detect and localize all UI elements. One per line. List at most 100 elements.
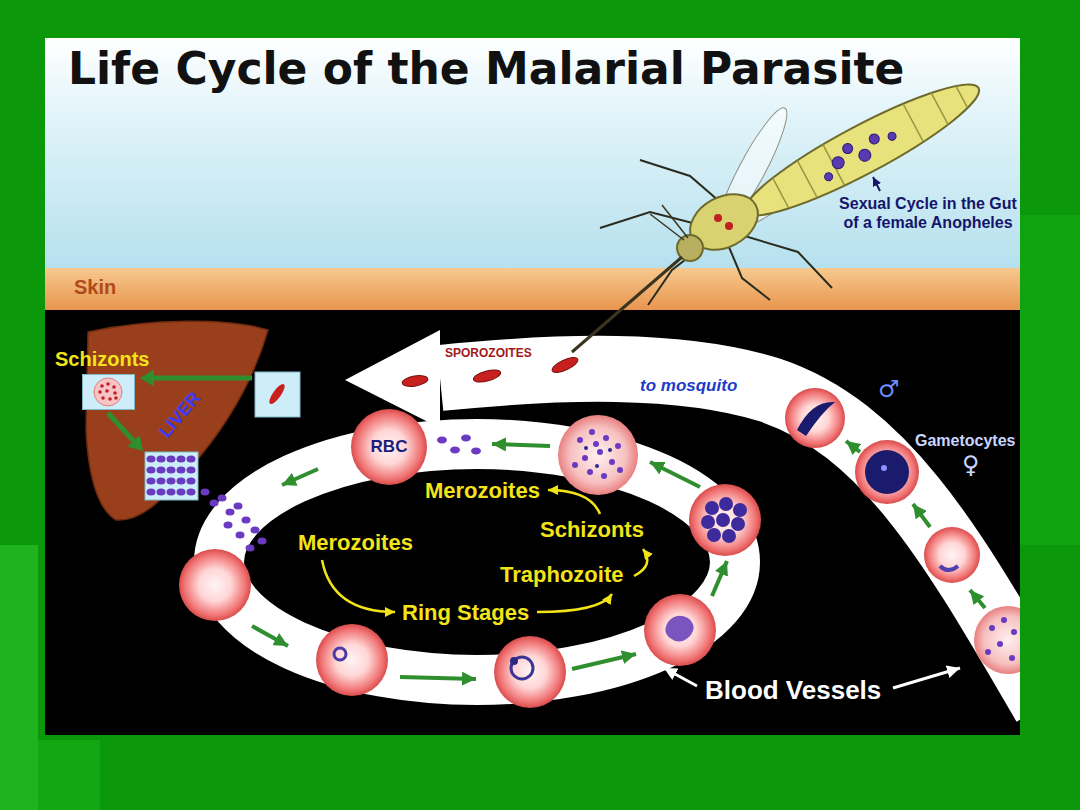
part-label: Blood Vessels <box>705 676 881 706</box>
flow-arrow <box>140 370 154 387</box>
mosquito <box>770 77 973 214</box>
rbc-shape <box>351 409 427 485</box>
liver-cell-box <box>145 452 198 500</box>
merozoite <box>157 467 166 474</box>
leader-arrow <box>893 668 960 688</box>
gametocyte-cell <box>1001 617 1007 623</box>
merozoite <box>236 532 245 539</box>
rbc-cell <box>731 517 745 531</box>
flow-arrow <box>970 590 985 608</box>
merozoite <box>218 495 227 502</box>
sex-symbol: ♂ <box>878 376 900 404</box>
merozoite <box>167 489 176 496</box>
rbc-cell <box>701 515 715 529</box>
merozoite <box>187 489 196 496</box>
rbc-cell <box>597 449 603 455</box>
gametocyte-cell <box>1011 629 1017 635</box>
flow-arrow <box>127 435 143 451</box>
slide-background <box>0 545 38 810</box>
sporozoite <box>472 368 502 385</box>
rbc-cell <box>603 435 609 441</box>
diagram-title: Life Cycle of the Malarial Parasite <box>68 44 904 95</box>
flow-arrow <box>252 441 985 679</box>
merozoite <box>246 545 255 552</box>
rbc-cell <box>644 594 716 666</box>
rbc-cell <box>494 636 566 708</box>
mosquito <box>903 104 923 141</box>
mosquito <box>726 240 770 300</box>
mosquito <box>867 132 881 146</box>
flow-arrow <box>282 469 318 485</box>
rbc-cell <box>587 469 593 475</box>
rbc-cell <box>572 462 578 468</box>
cycle-arrow <box>322 560 395 612</box>
rbc-cell <box>510 657 518 665</box>
merozoite <box>100 384 104 388</box>
mosquito <box>572 257 682 352</box>
schizont-cell <box>94 378 122 406</box>
schizont-cell <box>83 375 134 409</box>
flow-arrow <box>108 413 134 441</box>
merozoite <box>147 467 156 474</box>
rbc-circle: RBC <box>351 409 427 485</box>
layer-label: Skin <box>74 276 116 299</box>
flow-arrow <box>492 444 550 446</box>
mosquito <box>738 234 832 288</box>
gametocyte-cell <box>997 641 1003 647</box>
merozoite <box>450 447 460 454</box>
merozoite <box>210 500 219 507</box>
cycle-arrow <box>548 490 600 514</box>
rbc-cell <box>316 624 388 696</box>
merozoite <box>201 489 210 496</box>
rbc-cell <box>558 415 638 495</box>
merozoite <box>112 385 116 389</box>
rbc-cell <box>584 446 588 450</box>
liver-organ: LIVERSchizonts <box>50 318 282 543</box>
mosquito <box>931 93 948 125</box>
gametocyte-cell <box>881 465 887 471</box>
stage-label: Gametocytes <box>915 432 1016 450</box>
merozoite <box>224 522 233 529</box>
rbc-cell <box>716 513 730 527</box>
cycle-arrow <box>537 594 612 612</box>
merozoite <box>101 396 105 400</box>
gametocyte-cell <box>785 388 845 448</box>
merozoite <box>437 437 447 444</box>
flow-arrow <box>572 654 636 669</box>
blood-vessel-ring <box>219 444 735 680</box>
merozoite <box>226 509 235 516</box>
rbc-cell <box>665 616 693 642</box>
rbc-cell <box>617 467 623 473</box>
stage-label: Traphozoite <box>500 562 623 587</box>
mosquito <box>873 177 880 191</box>
merozoite <box>167 467 176 474</box>
flow-arrow <box>154 376 252 381</box>
gametocyte-cell <box>865 450 909 494</box>
merozoite <box>108 397 112 401</box>
merozoite <box>147 478 156 485</box>
rbc-cell <box>572 429 623 479</box>
merozoite <box>471 448 481 455</box>
mosquito <box>830 155 846 171</box>
callout-label: Sexual Cycle in the Gut of a female Anop… <box>838 194 1018 232</box>
node-text: Schizonts <box>55 348 149 371</box>
merozoite <box>105 389 109 393</box>
merozoite <box>177 467 186 474</box>
gametocyte-cell <box>985 649 991 655</box>
flow-arrow <box>400 677 476 679</box>
merozoite <box>177 478 186 485</box>
merozoite <box>157 489 166 496</box>
merozoite <box>113 391 117 395</box>
rbc-cell <box>615 443 621 449</box>
rbc-cell <box>733 503 747 517</box>
merozoite <box>251 527 260 534</box>
flow-arrow <box>650 462 700 487</box>
slide-background <box>38 740 100 810</box>
merozoite <box>258 538 267 545</box>
merozoite <box>187 456 196 463</box>
mosquito <box>797 161 817 198</box>
merozoite <box>461 435 471 442</box>
